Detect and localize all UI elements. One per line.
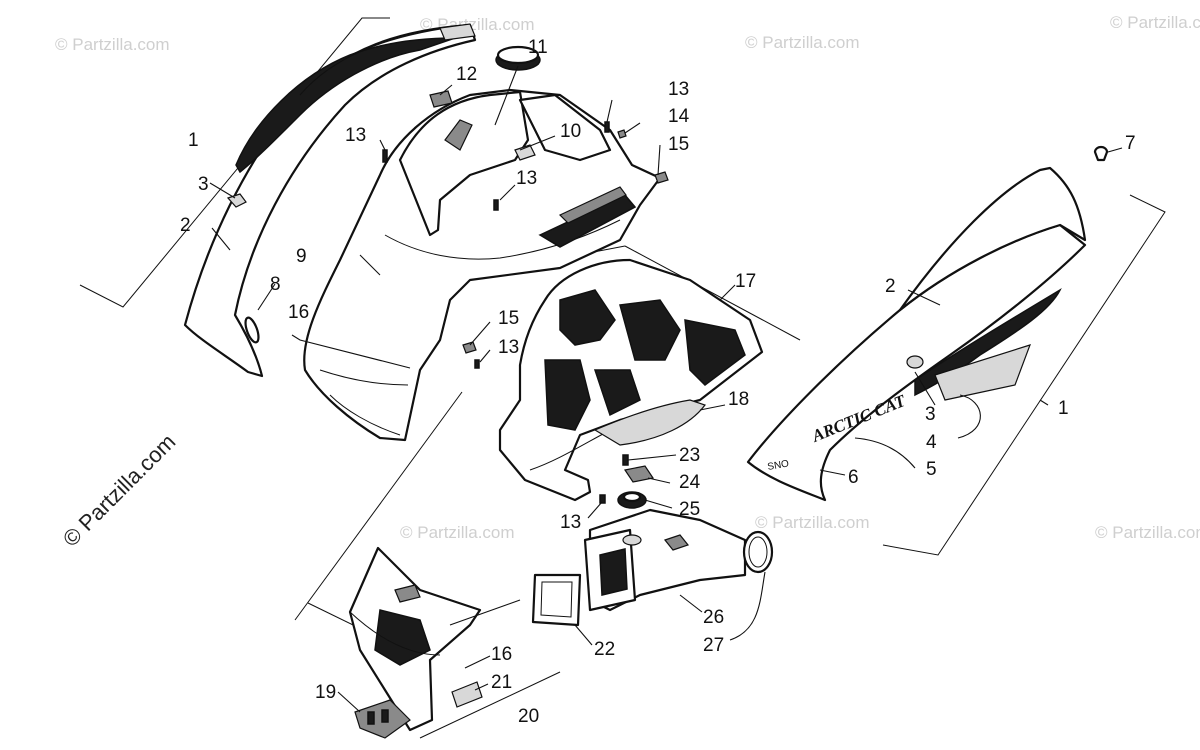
watermark-text: © Partzilla.com [1095, 523, 1200, 542]
leader-lines [209, 84, 1123, 713]
callout-13: 13 [498, 337, 519, 358]
callout-4: 4 [926, 432, 937, 453]
callout-5: 5 [926, 459, 937, 480]
callout-11: 11 [528, 37, 548, 58]
callout-21: 21 [491, 672, 512, 693]
dash-panel[interactable] [398, 90, 612, 237]
lens[interactable] [451, 681, 483, 708]
watermark-text: © Partzilla.com [55, 35, 170, 54]
rivet[interactable] [1093, 145, 1109, 162]
callout-24: 24 [679, 472, 701, 493]
watermark-text: © Partzilla.com [755, 513, 870, 532]
callout-27: 27 [703, 635, 724, 656]
foam-pad[interactable] [593, 399, 706, 446]
watermark-text: © Partzilla.com [1110, 13, 1200, 32]
right-side-panel[interactable]: ARCTIC CAT SNO [746, 166, 1087, 502]
callout-13: 13 [516, 168, 537, 189]
callout-19: 19 [315, 682, 336, 703]
callout-12: 12 [456, 64, 477, 85]
hardware-screws [382, 121, 669, 504]
callout-1: 1 [1058, 398, 1069, 419]
connector[interactable] [354, 699, 411, 739]
callout-2: 2 [180, 215, 191, 236]
callout-13: 13 [560, 512, 581, 533]
air-duct[interactable] [583, 508, 747, 612]
model-decal: SNO [767, 458, 790, 473]
callout-9: 9 [296, 246, 307, 267]
callout-15: 15 [668, 134, 689, 155]
hose-clamp[interactable] [742, 530, 774, 574]
callout-17: 17 [735, 271, 756, 292]
callout-14: 14 [668, 106, 690, 127]
watermark-text: © Partzilla.com [745, 33, 860, 52]
callout-15: 15 [498, 308, 519, 329]
watermark-text: © Partzilla.com [400, 523, 515, 542]
callout-10: 10 [560, 121, 581, 142]
small-pad[interactable] [429, 90, 453, 108]
headlight-bucket[interactable] [348, 546, 482, 732]
callout-13: 13 [668, 79, 689, 100]
callout-18: 18 [728, 389, 749, 410]
callout-16: 16 [288, 302, 309, 323]
callout-2: 2 [885, 276, 896, 297]
storage-tray[interactable] [498, 258, 764, 502]
mount-bracket[interactable] [617, 454, 654, 509]
callout-3: 3 [925, 404, 936, 425]
callout-8: 8 [270, 274, 281, 295]
callout-20: 20 [518, 706, 539, 727]
left-side-panel[interactable] [183, 23, 477, 378]
callout-25: 25 [679, 499, 700, 520]
callout-6: 6 [848, 467, 859, 488]
callout-16: 16 [491, 644, 512, 665]
watermark-text-large: © Partzilla.com [58, 429, 181, 552]
nose-cone[interactable] [303, 88, 662, 442]
square-seal[interactable] [531, 573, 582, 627]
grommet-cap[interactable] [494, 45, 541, 126]
callout-13: 13 [345, 125, 366, 146]
callout-7: 7 [1125, 133, 1136, 154]
callout-3: 3 [198, 174, 209, 195]
callouts: 1 2 3 8 16 9 12 11 10 13 13 13 14 15 15 … [180, 37, 1136, 727]
callout-23: 23 [679, 445, 700, 466]
callout-1: 1 [188, 130, 199, 151]
callout-26: 26 [703, 607, 724, 628]
callout-22: 22 [594, 639, 615, 660]
